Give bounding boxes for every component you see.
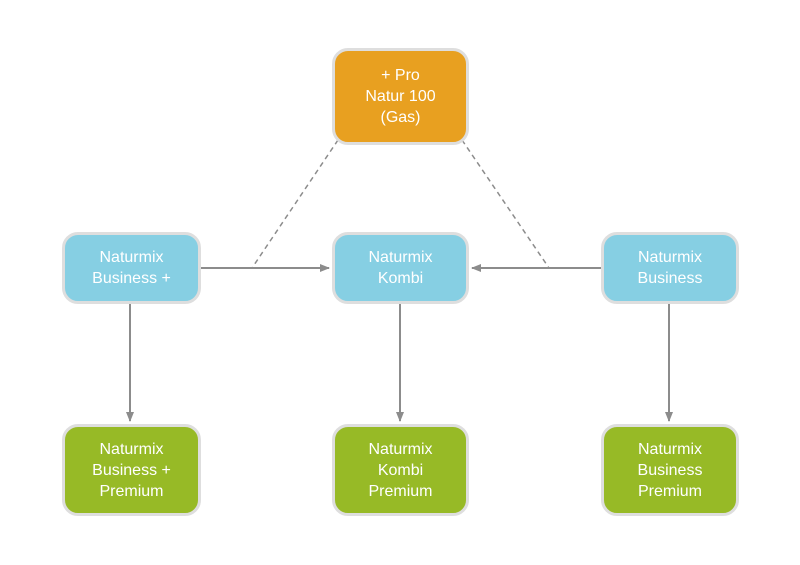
- node-label: + Pro Natur 100 (Gas): [365, 67, 436, 126]
- node-naturmix-business-premium: Naturmix Business Premium: [601, 424, 739, 516]
- node-naturmix-business-plus: Naturmix Business +: [62, 232, 201, 304]
- node-naturmix-business-plus-premium: Naturmix Business + Premium: [62, 424, 201, 516]
- node-pro-natur-100-gas: + Pro Natur 100 (Gas): [332, 48, 469, 145]
- node-label: Naturmix Business: [637, 249, 703, 287]
- node-label: Naturmix Business + Premium: [92, 440, 171, 500]
- node-naturmix-kombi: Naturmix Kombi: [332, 232, 469, 304]
- node-naturmix-kombi-premium: Naturmix Kombi Premium: [332, 424, 469, 516]
- node-label: Naturmix Business Premium: [637, 440, 703, 500]
- edge-pro-natur-dashed-left: [251, 139, 339, 269]
- node-label: Naturmix Kombi Premium: [368, 440, 433, 500]
- node-label: Naturmix Kombi: [368, 249, 433, 287]
- node-label: Naturmix Business +: [92, 249, 171, 287]
- node-naturmix-business: Naturmix Business: [601, 232, 739, 304]
- edge-pro-natur-dashed-right: [461, 139, 550, 269]
